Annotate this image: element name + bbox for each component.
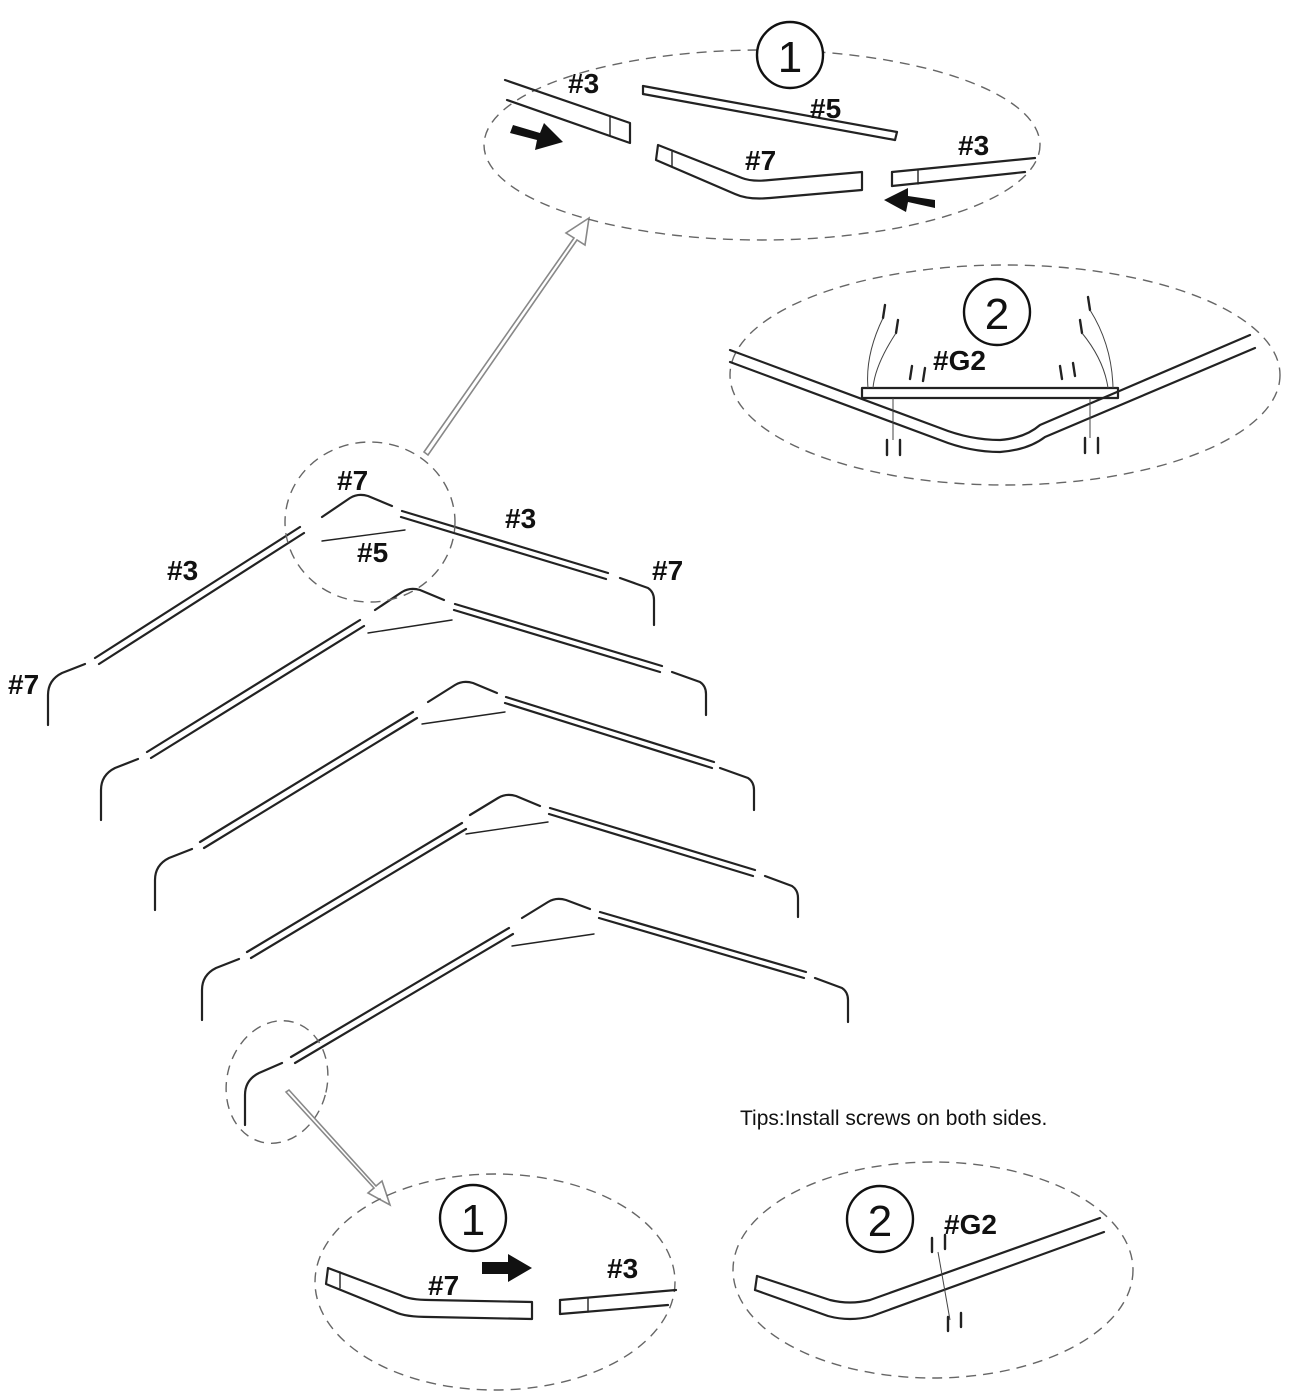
push-arrow-right — [884, 188, 935, 212]
screws-bottom — [930, 1233, 963, 1333]
tips-text: Tips:Install screws on both sides. — [740, 1107, 1047, 1130]
step-2-number-bottom: 2 — [868, 1197, 892, 1246]
callout-arrow-top — [422, 216, 591, 457]
step-1-number-bottom: 1 — [461, 1196, 485, 1245]
roof-frame-2 — [99, 587, 708, 822]
label-part-5-detail: #5 — [810, 93, 841, 124]
step-1-marker-top — [755, 20, 825, 90]
label-part-3-bottom: #3 — [607, 1253, 638, 1284]
step-1-number-top: 1 — [778, 33, 802, 82]
push-arrow-bottom — [482, 1254, 532, 1282]
label-part-3-detail-left: #3 — [568, 68, 599, 99]
detail-bottom-step-2: 2 #G2 — [732, 1161, 1134, 1379]
callout-arrow-bottom — [284, 1088, 392, 1207]
label-part-7-right: #7 — [652, 555, 683, 586]
roof-frame-stack — [46, 493, 850, 1127]
label-part-3-left: #3 — [167, 555, 198, 586]
detail-bottom-step-1: 1 #7 #3 — [314, 1173, 678, 1391]
push-arrow-left — [510, 123, 563, 150]
label-part-3-detail-right: #3 — [958, 130, 989, 161]
detail-bottom-2-ellipse — [732, 1161, 1134, 1379]
label-g2-bottom: #G2 — [944, 1209, 997, 1240]
screws-top-right — [1058, 295, 1114, 455]
label-part-7-apex: #7 — [337, 465, 368, 496]
detail-top-step-2: 2 #G2 — [728, 264, 1281, 486]
label-part-7-left: #7 — [8, 669, 39, 700]
step-1-marker-bottom — [438, 1183, 508, 1253]
label-part-5-main: #5 — [357, 537, 388, 568]
roof-frame-3 — [153, 680, 756, 912]
detail-top-step-1: 1 #3 #5 #7 #3 — [483, 20, 1041, 241]
step-2-marker-top — [962, 277, 1032, 347]
detail-top-1-ellipse — [483, 49, 1041, 241]
label-g2-top: #G2 — [933, 345, 986, 376]
label-part-7-detail: #7 — [745, 145, 776, 176]
label-part-3-right: #3 — [505, 503, 536, 534]
detail-bottom-1-ellipse — [314, 1173, 676, 1391]
detail-circle-bottom — [225, 1020, 329, 1144]
roof-frame-1 — [46, 493, 656, 727]
detail-top-2-ellipse — [729, 264, 1281, 486]
detail-circle-top — [284, 441, 456, 603]
step-2-marker-bottom — [845, 1184, 915, 1254]
label-part-7-bottom: #7 — [428, 1270, 459, 1301]
screws-top-left — [867, 303, 927, 457]
step-2-number-top: 2 — [985, 290, 1009, 339]
roof-frame-5 — [243, 897, 850, 1127]
roof-frame-4 — [200, 793, 800, 1022]
